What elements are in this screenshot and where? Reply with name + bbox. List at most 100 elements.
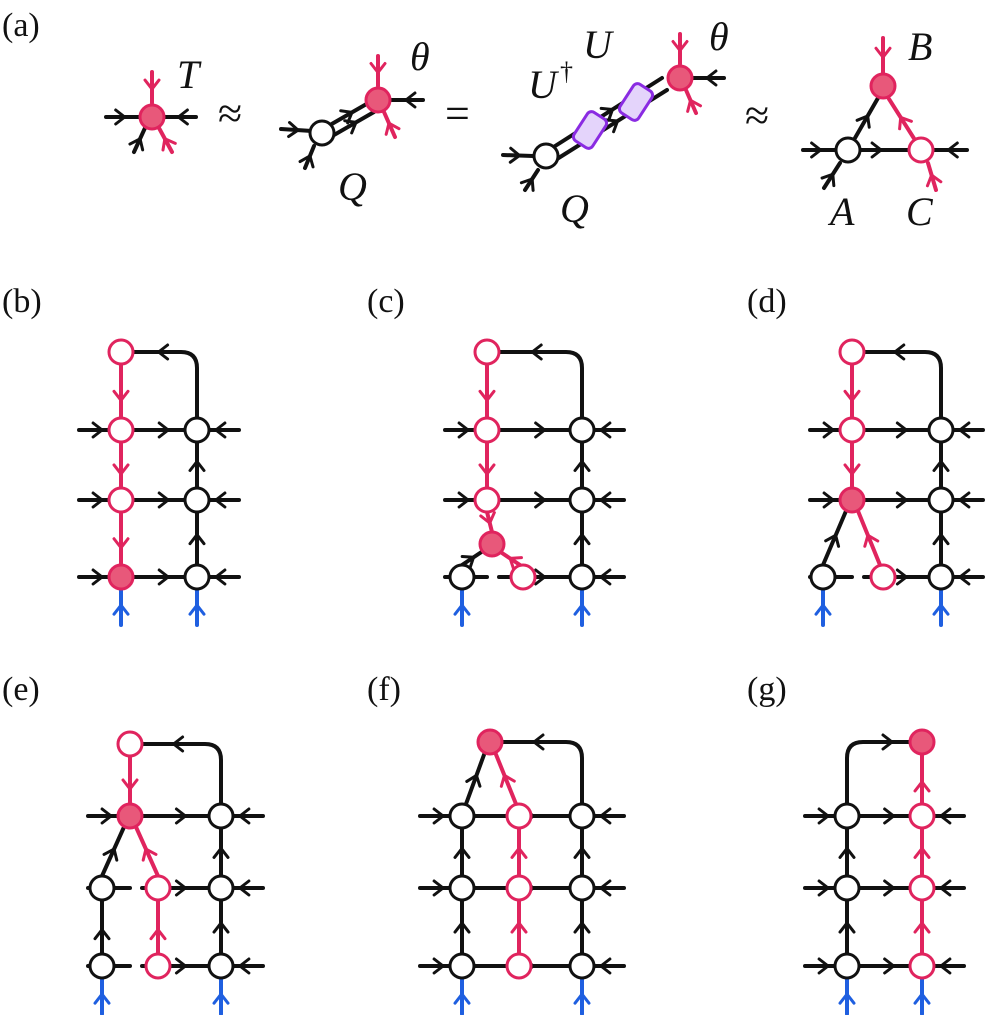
f-right-physical-arrow [573, 992, 591, 1005]
b-row1-left-leg-arrow [91, 421, 104, 439]
e-right-col-low-arrow [212, 921, 230, 934]
a-A-B-bond-arrow [855, 114, 871, 129]
a-theta-node-2 [666, 64, 694, 92]
a-Q2-bottom-leg-arrow [519, 177, 535, 192]
c-A-B-bond-arrow [460, 554, 476, 570]
c-node-r2-right [568, 486, 596, 514]
b-row3-bond-arrow [157, 568, 170, 586]
c-row2-right-leg-arrow [599, 491, 612, 509]
c-node-r3-right [568, 563, 596, 591]
d-row1-right-leg-arrow [958, 421, 971, 439]
f-row3-right-leg-arrow [599, 957, 612, 975]
d-top-corner [862, 350, 943, 420]
theta-label-2: θ [709, 14, 729, 59]
c-B-C-bond-arrow [508, 556, 523, 571]
g-row1-left-leg-arrow [817, 807, 830, 825]
a-B-node [869, 72, 897, 100]
g-row3-right-leg-arrow [939, 957, 952, 975]
panel-label-f: (f) [367, 671, 401, 708]
b-node-r3-left [107, 563, 135, 591]
g-left-col-low-arrow [838, 921, 856, 934]
f-node-r1-left [448, 802, 476, 830]
a-A-node [834, 136, 862, 164]
e-B-C-bond-arrow [141, 847, 158, 862]
f-node-r3-mid [505, 952, 533, 980]
b-row3-left-leg-arrow [91, 568, 104, 586]
a-Q-node-1 [308, 119, 336, 147]
c-right-col-low-arrow [573, 533, 591, 546]
b-left-col-1-arrow [112, 389, 130, 402]
panel-label-e: (e) [2, 671, 40, 708]
figure-labels: (a) (b) (c) (d) (e) (f) (g) T ≈ θ Q = U … [2, 7, 934, 708]
tensor-network-nodes [88, 64, 955, 980]
c-row1-left-leg-arrow [457, 421, 470, 439]
f-node-r3-left [448, 952, 476, 980]
f-left-col-low-arrow [453, 921, 471, 934]
b-right-physical-arrow [188, 603, 206, 616]
b-top-corner-arrow [157, 343, 170, 361]
c-row1-bond-arrow [534, 421, 547, 439]
A-label: A [827, 189, 855, 234]
e-node-r3-right [207, 952, 235, 980]
f-node-r2-left [448, 874, 476, 902]
panel-label-b: (b) [2, 283, 42, 320]
e-node-A [88, 874, 116, 902]
b-right-col-mid-arrow [188, 460, 206, 472]
f-node-B [476, 728, 504, 756]
d-node-top [838, 338, 866, 366]
f-node-r1-right [568, 802, 596, 830]
Q-label-2: Q [560, 186, 589, 231]
d-left-col-2-arrow [843, 463, 861, 476]
approx-symbol-1: ≈ [218, 89, 242, 138]
d-top-corner-arrow [893, 343, 906, 361]
c-left-col-1-arrow [478, 389, 496, 402]
f-B-C-bond [493, 750, 518, 806]
a-B-C-bond-arrow [898, 115, 913, 131]
panel-label-c: (c) [367, 283, 405, 320]
B-label: B [908, 24, 932, 69]
d-node-B [838, 486, 866, 514]
g-left-col-mid-arrow [838, 846, 856, 859]
e-A-B-bond-arrow [102, 847, 119, 862]
e-left-col-1-arrow [121, 778, 139, 791]
e-A-B-bond [100, 825, 126, 878]
g-row1-right-leg-arrow [939, 807, 952, 825]
b-right-col-low-arrow [188, 533, 206, 546]
c-left-col-3-arrow [479, 511, 496, 525]
d-B-C-bond [856, 509, 882, 567]
a-U-dagger-gate [571, 110, 609, 150]
a-T-node [138, 103, 166, 131]
a-U-gate [617, 82, 655, 122]
e-node-r3-left [88, 952, 116, 980]
b-row2-right-leg-arrow [214, 491, 227, 509]
f-B-C-bond-arrow [499, 773, 516, 788]
a-C-right-leg-arrow [946, 141, 959, 159]
a-A-bottom-leg-arrow [820, 172, 836, 188]
f-A-B-bond [464, 750, 487, 806]
b-node-r2-right [183, 486, 211, 514]
g-right-col-mid-arrow [913, 846, 931, 859]
a-Q-left-leg-arrow [287, 121, 300, 139]
f-right-col-mid-arrow [573, 846, 591, 859]
e-node-r3-mid [144, 952, 172, 980]
theta-label-1: θ [410, 34, 430, 79]
d-A-B-bond [821, 509, 848, 567]
a-T-left-leg-arrow [114, 108, 127, 126]
e-A-col-arrow [93, 928, 111, 941]
e-row1-left-leg-arrow [100, 807, 113, 825]
e-row1-right-leg-arrow [238, 807, 251, 825]
a-chain-bond-2-arrow [604, 118, 619, 134]
f-node-r2-right [568, 874, 596, 902]
f-row1-right-leg-arrow [599, 807, 612, 825]
c-node-r1-left [473, 416, 501, 444]
g-top-corner [845, 740, 912, 806]
g-row3-bond-arrow [883, 957, 896, 975]
a-C-bottom-leg-arrow [925, 173, 943, 188]
c-left-physical-arrow [453, 603, 471, 616]
g-node-r1-right [908, 802, 936, 830]
c-node-C [509, 563, 537, 591]
c-right-col-mid-arrow [573, 460, 591, 472]
d-left-col-1-arrow [843, 389, 861, 402]
d-node-r1-right [927, 416, 955, 444]
